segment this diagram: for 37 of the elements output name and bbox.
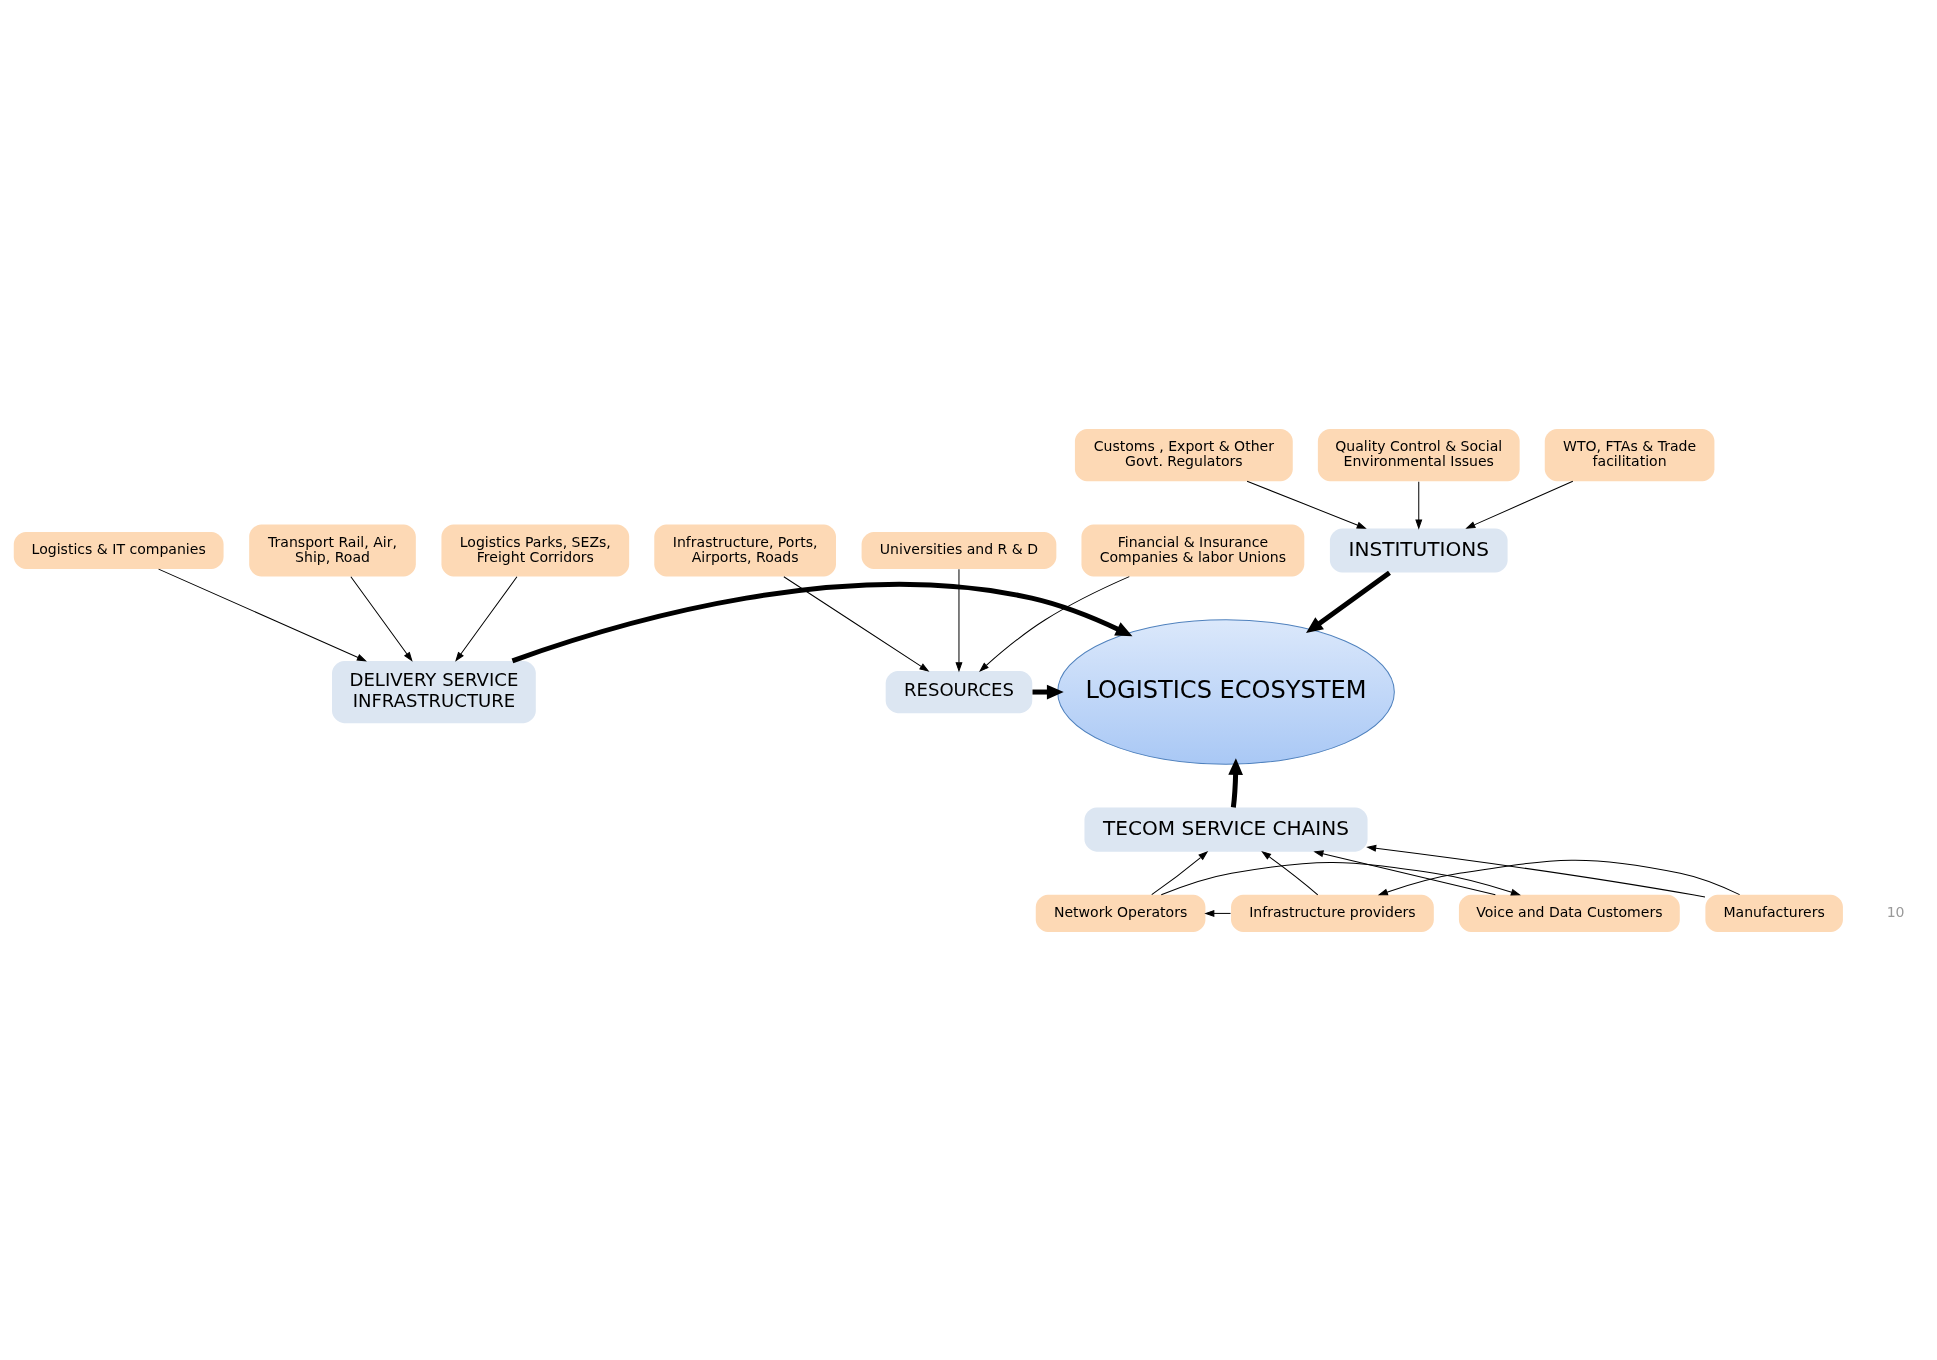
node-box: Logistics Parks, SEZs, Freight Corridors	[441, 523, 630, 577]
arrow	[1367, 844, 1706, 898]
arrow	[1228, 757, 1243, 808]
node-box: RESOURCES	[885, 670, 1033, 713]
node-box: TECOM SERVICE CHAINS	[1084, 807, 1368, 852]
arrow	[1151, 851, 1208, 895]
arrow	[455, 575, 518, 661]
node-box: Universities and R & D	[861, 531, 1057, 569]
arrow	[1314, 849, 1496, 895]
node-box: Infrastructure providers	[1231, 894, 1434, 932]
arrow	[1261, 850, 1319, 895]
node-box: DELIVERY SERVICE INFRASTRUCTURE	[332, 660, 536, 723]
node-box: Network Operators	[1035, 894, 1206, 932]
arrow	[955, 568, 963, 671]
label: 10	[1886, 903, 1905, 920]
arrow	[1160, 861, 1520, 895]
node-box: Logistics & IT companies	[13, 531, 224, 569]
arrow	[158, 568, 367, 661]
arrow	[1378, 859, 1741, 895]
arrow	[1205, 909, 1232, 917]
arrow	[1466, 480, 1574, 529]
arrow	[350, 575, 413, 661]
node-box: Customs , Export & Other Govt. Regulators	[1074, 428, 1293, 481]
node-box: Voice and Data Customers	[1458, 894, 1680, 932]
arrow	[783, 575, 929, 671]
node-box: WTO, FTAs & Trade facilitation	[1544, 428, 1715, 481]
arrow	[1306, 570, 1391, 633]
node-box: Infrastructure, Ports, Airports, Roads	[654, 523, 836, 577]
arrow	[1415, 480, 1423, 529]
node-box: Transport Rail, Air, Ship, Road	[249, 523, 416, 577]
node-box: INSTITUTIONS	[1329, 527, 1508, 573]
node-box: Manufacturers	[1705, 894, 1843, 932]
node-box: Quality Control & Social Environmental Issues	[1317, 428, 1520, 481]
node-box: Financial & Insurance Companies & labor Unions	[1081, 523, 1305, 577]
arrow	[979, 575, 1130, 671]
arrow	[1246, 480, 1366, 529]
arrow	[511, 581, 1133, 663]
